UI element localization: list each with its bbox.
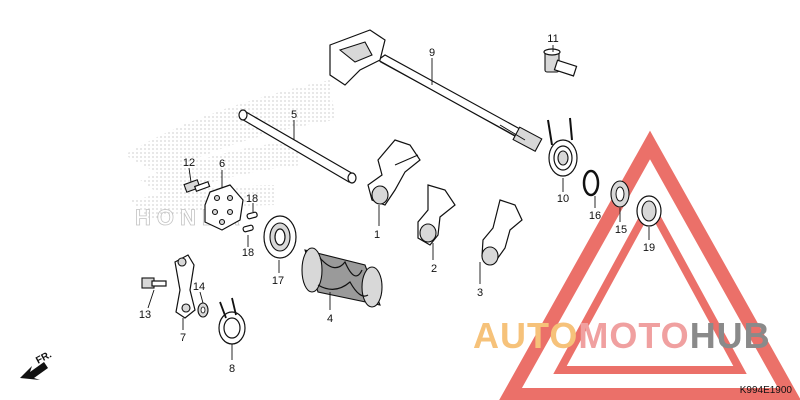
part-8-stopper-spring (218, 297, 246, 345)
part-15-washer (610, 180, 630, 208)
callout-10: 10 (557, 193, 569, 205)
callout-11: 11 (547, 33, 558, 45)
part-5-fork-shaft (238, 109, 357, 184)
watermark-part-auto: AUTO (473, 315, 578, 356)
part-16-circlip (582, 169, 600, 197)
warning-triangle-watermark (499, 130, 800, 400)
callout-3: 3 (477, 287, 483, 299)
part-1-shift-fork (367, 139, 421, 206)
part-2-shift-fork (417, 184, 456, 246)
callout-18-lower: 18 (242, 247, 254, 259)
part-19-oil-seal (636, 195, 662, 227)
callout-17: 17 (272, 275, 284, 287)
callout-14: 14 (193, 281, 205, 293)
callout-8: 8 (229, 363, 235, 375)
part-6-stopper-plate (204, 184, 244, 231)
part-13-bolt (141, 277, 167, 289)
callout-13: 13 (139, 309, 151, 321)
front-arrow-icon (20, 362, 48, 380)
callout-6: 6 (219, 158, 225, 170)
callout-5: 5 (291, 109, 297, 121)
part-9-shift-shaft (329, 29, 543, 153)
callout-18-upper: 18 (246, 193, 258, 205)
callout-2: 2 (431, 263, 437, 275)
callout-9: 9 (429, 47, 435, 59)
part-4-shift-drum (301, 247, 383, 308)
part-18-dowel-pin-upper (246, 211, 258, 220)
part-18-dowel-pin-lower (242, 224, 254, 233)
leader-lines (147, 45, 650, 360)
callout-12: 12 (183, 157, 195, 169)
part-12-bolt (183, 179, 211, 193)
watermark-part-moto: MOTO (578, 315, 689, 356)
front-direction-indicator: FR. (20, 349, 54, 380)
direction-label: FR. (34, 349, 54, 366)
part-number-labels: 1 2 3 4 5 6 7 8 9 10 11 12 13 14 15 16 1… (139, 33, 655, 375)
callout-19: 19 (643, 242, 655, 254)
callout-1: 1 (374, 229, 380, 241)
watermark-text: AUTOMOTOHUB (473, 315, 771, 356)
callout-16: 16 (589, 210, 601, 222)
part-11-bolt (543, 48, 578, 77)
callout-4: 4 (327, 313, 333, 325)
callout-7: 7 (180, 332, 186, 344)
part-10-return-spring (547, 117, 578, 177)
callout-15: 15 (615, 224, 627, 236)
part-17-bearing (263, 215, 297, 259)
automotohub-watermark: AUTOMOTOHUB (473, 315, 771, 356)
part-7-stopper-arm (174, 254, 196, 319)
part-3-shift-fork (481, 199, 523, 266)
watermark-part-hub: HUB (690, 315, 771, 356)
part-14-washer (197, 302, 209, 318)
diagram-code: K994E1900 (740, 385, 793, 396)
